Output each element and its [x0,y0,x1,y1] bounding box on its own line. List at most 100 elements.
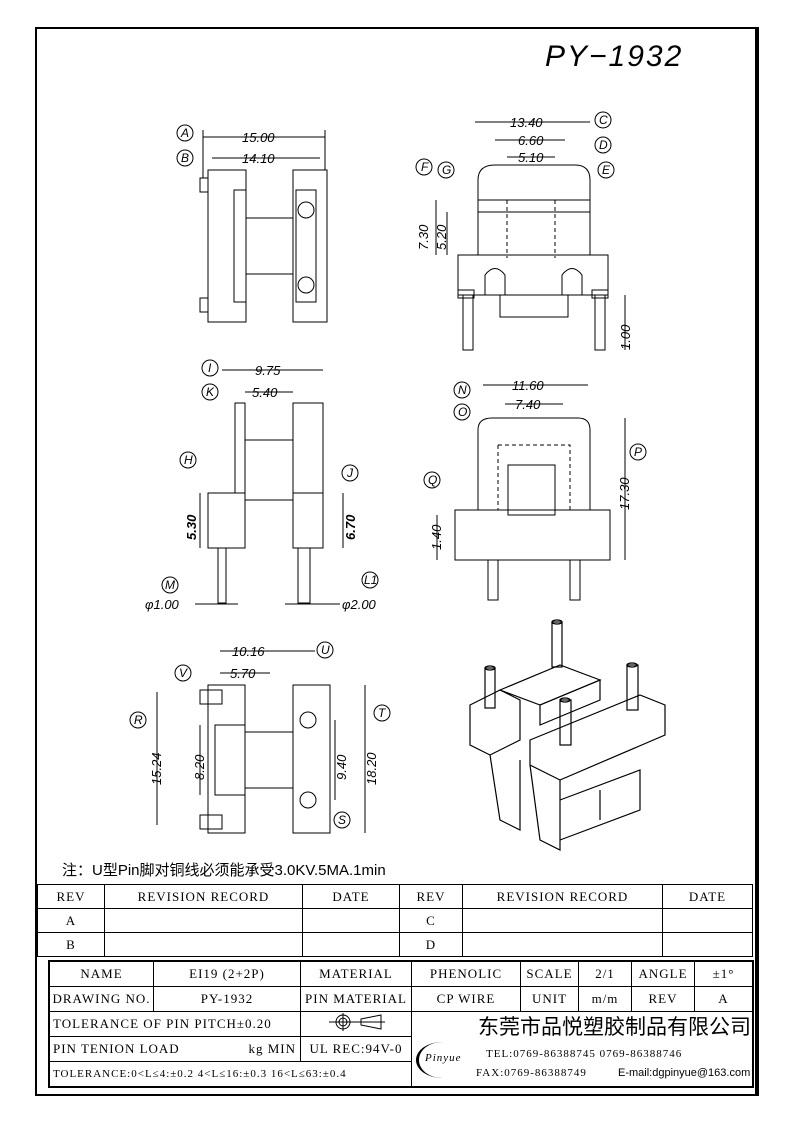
header-revision-record-2: REVISION RECORD [462,884,663,909]
label-N: N [458,383,467,397]
material-label: MATERIAL [300,960,412,987]
label-M: M [165,578,175,592]
label-A: A [180,126,189,140]
label-H: H [184,453,193,467]
label-O: O [458,405,467,419]
dim-6-70: 6.70 [343,514,358,540]
header-revision-record: REVISION RECORD [104,884,303,909]
dim-18-20: 18.20 [364,752,379,785]
drawing-no-label: DRAWING NO. [48,986,154,1012]
angle-label: ANGLE [631,960,695,987]
dim-17-30: 17.30 [617,477,632,510]
label-P: P [634,445,642,459]
label-B: B [181,151,189,165]
table-row: B D [37,932,753,957]
dim-5-40: 5.40 [252,385,278,400]
title-block: NAME EI19 (2+2P) MATERIAL PHENOLIC SCALE… [48,960,754,1088]
dim-13-40: 13.40 [510,115,543,130]
pin-load: PIN TENION LOAD kg MIN [48,1036,301,1062]
dim-8-20: 8.20 [192,754,207,780]
header-date: DATE [302,884,400,909]
dim-d1-00: φ1.00 [145,597,180,612]
label-U: U [321,643,330,657]
company-info: Pinyue 东莞市品悦塑胶制品有限公司 TEL:0769-86388745 0… [411,1011,754,1088]
view-mid-left: 9.75 5.40 5.30 6.70 φ1.00 φ2.00 I K H J … [145,359,379,612]
company-fax: FAX:0769-86388749 [476,1067,587,1079]
company-tel: TEL:0769-86388745 0769-86388746 [486,1048,683,1060]
label-E: E [602,163,611,177]
pin-load-label: PIN TENION LOAD [53,1041,180,1056]
cell [462,908,663,933]
pin-material-value: CP WIRE [411,986,521,1012]
dim-14-10: 14.10 [242,151,275,166]
material-value: PHENOLIC [411,960,521,987]
dim-7-30: 7.30 [416,224,431,250]
cell [662,908,753,933]
cell: C [399,908,463,933]
pin-material-label: PIN MATERIAL [300,986,412,1012]
dim-15-24: 15.24 [149,752,164,785]
header-rev-2: REV [399,884,463,909]
revision-table: REV REVISION RECORD DATE REV REVISION RE… [37,884,753,957]
view-top-left: 15.00 14.10 A B [176,124,328,323]
scale-label: SCALE [520,960,579,987]
projection-symbol [300,1011,412,1037]
label-D: D [599,138,608,152]
dim-7-40: 7.40 [515,397,541,412]
dim-5-30: 5.30 [184,514,199,540]
cell [462,932,663,957]
label-F: F [421,160,429,174]
drawing-frame [35,27,759,1096]
cell [302,932,400,957]
label-R: R [134,713,143,727]
label-C: C [599,113,608,127]
cell [662,932,753,957]
technical-drawing: 15.00 14.10 A B 13.40 6.60 5.10 7.30 5.2… [129,111,666,851]
company-name: 东莞市品悦塑胶制品有限公司 [478,1015,751,1039]
cell [104,932,303,957]
dim-d2-00: φ2.00 [342,597,377,612]
unit-value: m/m [578,986,632,1012]
dim-5-10: 5.10 [518,150,544,165]
label-S: S [338,813,346,827]
dim-5-70: 5.70 [230,666,256,681]
dim-9-75: 9.75 [255,363,281,378]
view-mid-right: 11.60 7.40 1.40 17.30 N O P Q [423,378,647,601]
dim-1-00: 1.00 [618,324,633,350]
label-V: V [179,666,188,680]
pin-pitch-tolerance: TOLERANCE OF PIN PITCH±0.20 [48,1011,301,1037]
dim-6-60: 6.60 [518,133,544,148]
scale-value: 2/1 [578,960,632,987]
table-row: A C [37,908,753,933]
cell: D [399,932,463,957]
drawing-no-value: PY-1932 [153,986,301,1012]
dim-5-20: 5.20 [434,224,449,250]
rev-label: REV [631,986,695,1012]
dim-9-40: 9.40 [334,754,349,780]
cell [302,908,400,933]
header-rev: REV [37,884,105,909]
label-K: K [206,385,215,399]
cell [104,908,303,933]
cell: A [37,908,105,933]
company-email: E-mail:dgpinyue@163.com [618,1067,751,1079]
label-G: G [442,163,451,177]
projection-symbol-icon [329,1013,385,1031]
unit-label: UNIT [520,986,579,1012]
label-Q: Q [428,473,437,487]
view-bottom-left: 10.16 5.70 15.24 8.20 9.40 18.20 U V R T… [129,641,391,834]
drawing-title: PY−1932 [545,40,684,73]
ul-rating: UL REC:94V-0 [300,1036,412,1062]
table-header-row: REV REVISION RECORD DATE REV REVISION RE… [37,884,753,909]
label-L1: L1 [364,573,377,587]
label-I: I [208,361,212,375]
cell: B [37,932,105,957]
pin-load-unit: kg MIN [248,1041,296,1056]
dim-11-60: 11.60 [512,378,544,393]
note-text: 注：U型Pin脚对铜线必须能承受3.0KV.5MA.1min [62,862,386,879]
isometric-view [469,619,666,851]
name-label: NAME [48,960,154,987]
dim-15-00: 15.00 [242,130,275,145]
dim-1-40: 1.40 [429,524,444,550]
